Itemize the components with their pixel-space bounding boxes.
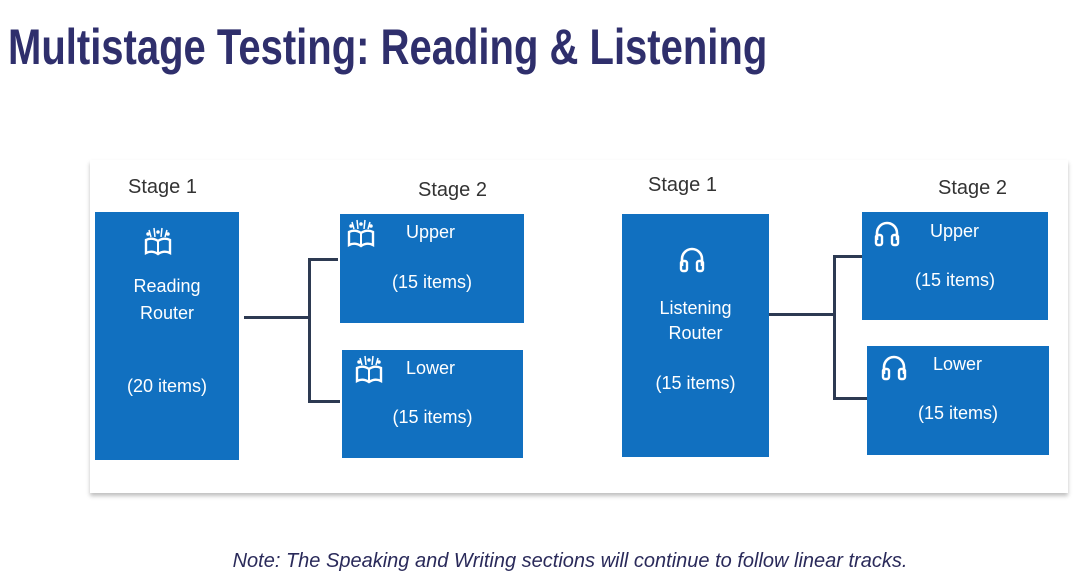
listening-upper-box: Upper (15 items) — [862, 212, 1048, 320]
listening-router-box: Listening Router (15 items) — [622, 214, 769, 457]
listening-lower-label: Lower — [933, 354, 983, 374]
listening-lower-count: (15 items) — [917, 403, 998, 423]
connector — [308, 400, 340, 403]
reading-router-box: Reading Router (20 items) — [95, 212, 239, 460]
listening-upper-label: Upper — [930, 221, 980, 241]
connector — [308, 259, 311, 403]
listening-stage2-label: Stage 2 — [938, 177, 1007, 199]
connector — [833, 397, 867, 400]
connector — [833, 255, 862, 258]
listening-lower-box: Lower (15 items) — [867, 346, 1049, 455]
listening-router-name: Listening — [659, 298, 732, 318]
listening-stage1-label: Stage 1 — [648, 174, 717, 196]
reading-upper-label: Upper — [406, 222, 456, 242]
reading-router-name: Reading — [133, 276, 201, 296]
book-icon — [346, 218, 376, 248]
listening-router-count: (15 items) — [655, 373, 736, 393]
book-icon — [354, 354, 384, 384]
reading-lower-count: (15 items) — [392, 407, 473, 427]
connector — [769, 313, 834, 316]
listening-upper-count: (15 items) — [914, 270, 995, 290]
reading-router-count: (20 items) — [126, 376, 207, 396]
reading-lower-box: Lower (15 items) — [342, 350, 523, 458]
headphones-icon — [872, 218, 902, 248]
footnote: Note: The Speaking and Writing sections … — [232, 550, 908, 572]
book-icon — [143, 226, 173, 256]
listening-router-name-2: Router — [668, 323, 723, 343]
reading-upper-count: (15 items) — [391, 272, 472, 292]
reading-upper-box: Upper (15 items) — [340, 214, 524, 323]
reading-lower-label: Lower — [406, 358, 456, 378]
page-title: Multistage Testing: Reading & Listening — [8, 19, 768, 75]
headphones-icon — [879, 352, 909, 382]
reading-router-name-2: Router — [139, 303, 195, 323]
headphones-icon — [677, 244, 707, 274]
connector — [308, 258, 338, 261]
reading-stage1-label: Stage 1 — [128, 176, 197, 198]
connector — [244, 316, 308, 319]
reading-stage2-label: Stage 2 — [418, 179, 487, 201]
connector — [833, 256, 836, 399]
